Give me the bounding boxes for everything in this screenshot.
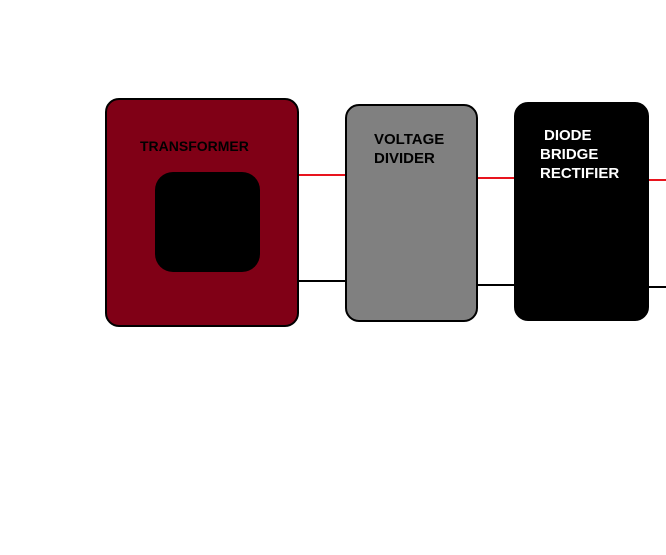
rectifier-label-line-1: DIODE: [544, 127, 592, 144]
wire-top-transformer-to-divider: [297, 174, 348, 176]
wire-bottom-rectifier-out: [646, 286, 666, 288]
rectifier-label: DIODE BRIDGE RECTIFIER: [540, 126, 619, 183]
voltage-divider-label-line-2: DIVIDER: [374, 150, 435, 167]
wire-top-divider-to-rectifier: [475, 177, 517, 179]
voltage-divider-label-line-1: VOLTAGE: [374, 131, 445, 148]
rectifier-block: [514, 102, 649, 321]
transformer-label: TRANSFORMER: [140, 138, 249, 154]
rectifier-label-line-3: RECTIFIER: [540, 165, 620, 182]
voltage-divider-block: [345, 104, 478, 322]
wire-bottom-divider-to-rectifier: [475, 284, 517, 286]
transformer-core: [155, 172, 260, 272]
wire-top-rectifier-out: [646, 179, 666, 181]
wire-bottom-transformer-to-divider: [297, 280, 348, 282]
rectifier-label-line-2: BRIDGE: [540, 146, 599, 163]
voltage-divider-label: VOLTAGE DIVIDER: [374, 130, 444, 168]
